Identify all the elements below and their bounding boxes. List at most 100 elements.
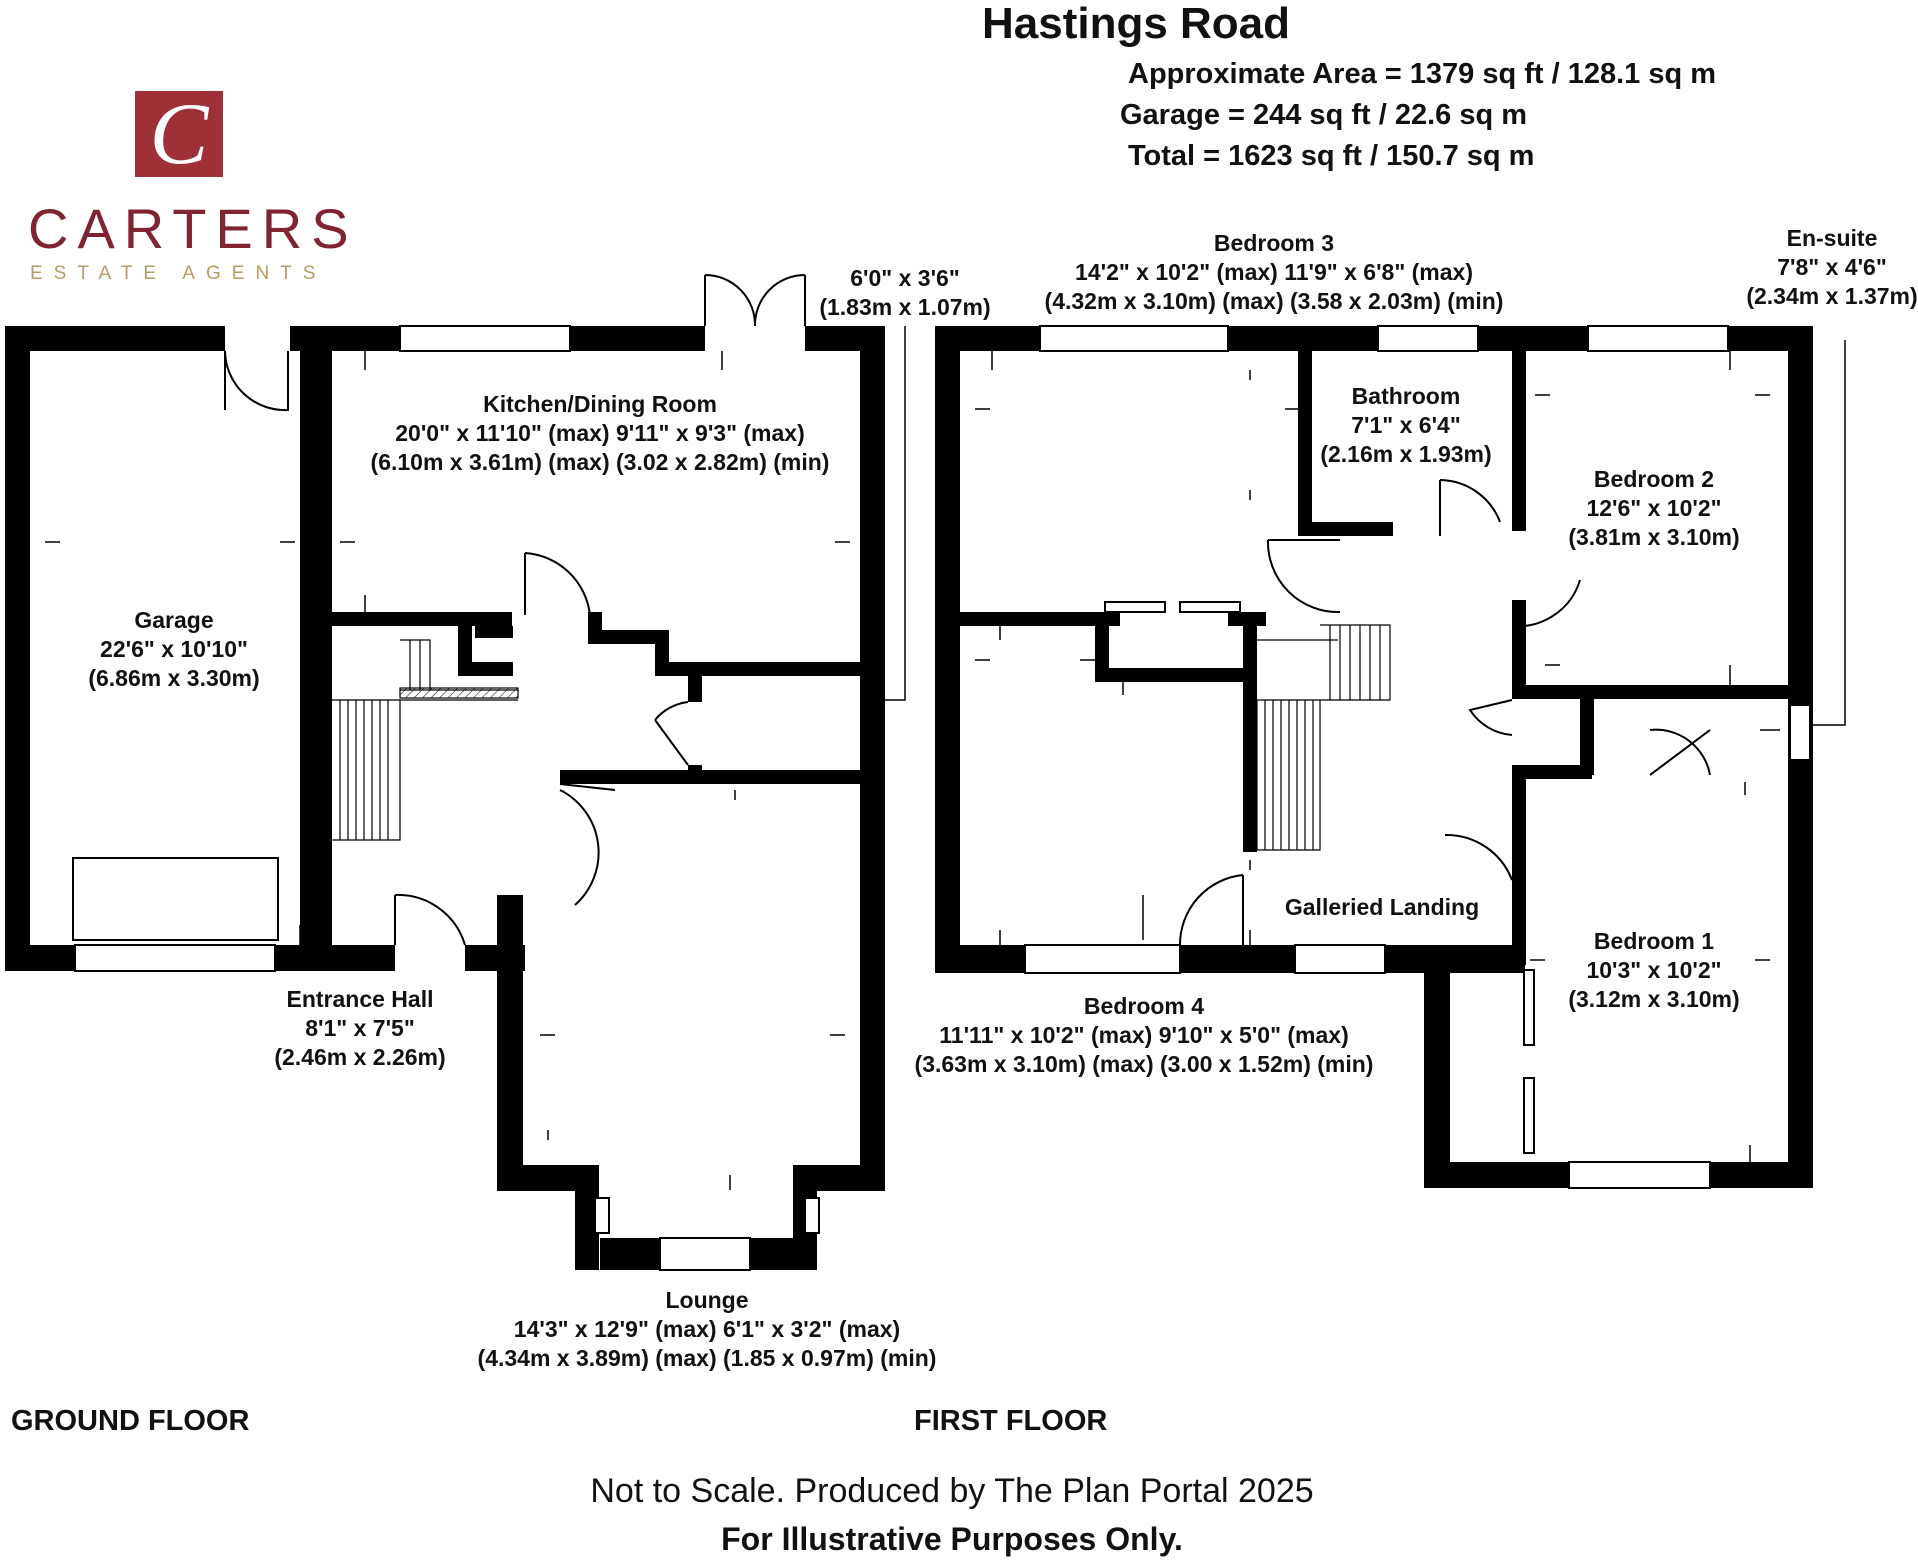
- landing-window: [1294, 944, 1386, 974]
- utility-wall-left: [688, 662, 702, 702]
- bed1-wall-inner: [1512, 945, 1526, 965]
- room-label-garage: Garage 22'6" x 10'10" (6.86m x 3.30m): [88, 607, 260, 691]
- lounge-wall-left: [497, 895, 523, 1191]
- ff-wall-bottom-a: [935, 945, 1025, 973]
- ground-floor-stairs: [332, 639, 519, 841]
- ff-wall-left: [935, 326, 960, 973]
- bay-wall-bottom-b: [750, 1238, 810, 1270]
- room-label-en-suite: En-suite 7'8" x 4'6" (2.34m x 1.37m): [1746, 225, 1918, 309]
- logo-wordmark: CARTERS: [28, 197, 358, 260]
- bed3-wardrobe-b: [1179, 601, 1241, 613]
- ff-wall-top-c: [1478, 326, 1588, 351]
- bed1-wall-bottom-a: [1424, 1162, 1569, 1188]
- ensuite-door: [1649, 728, 1711, 776]
- measurement-arrows: [45, 351, 1780, 1190]
- bed1-window: [1568, 1161, 1711, 1189]
- page-title: Hastings Road: [981, 0, 1291, 48]
- bathroom-window: [1377, 325, 1479, 352]
- kitchen-hall-wall: [332, 612, 512, 626]
- bath-bed2-wall: [1512, 351, 1526, 531]
- leader-lines: [875, 326, 1846, 726]
- logo-tagline: ESTATE AGENTS: [30, 263, 327, 284]
- footer-illustrative-note: For Illustrative Purposes Only.: [721, 1521, 1183, 1557]
- kitchen-wall-top-a: [300, 326, 400, 351]
- bed1-wall-bottom-b: [1710, 1162, 1810, 1188]
- ensuite-window: [1789, 704, 1811, 761]
- kitchen-window: [399, 325, 571, 352]
- kitchen-door: [524, 552, 591, 616]
- ff-wall-bottom-b: [1180, 945, 1295, 973]
- ensuite-wall-b: [1512, 765, 1592, 779]
- bath-bed2-wall-b: [1512, 600, 1526, 685]
- first-floor-stairs: [1256, 624, 1391, 851]
- approx-area: Approximate Area = 1379 sq ft / 128.1 sq…: [1128, 58, 1717, 90]
- garage-side-door: [224, 350, 289, 412]
- kitchen-wall-right: [860, 326, 885, 1191]
- first-floor-walls: [935, 326, 1813, 1188]
- room-label-galleried-landing: Galleried Landing: [1284, 894, 1480, 920]
- bed3-wall-bottom: [960, 612, 1120, 626]
- utility-door: [654, 701, 689, 766]
- bed3-window: [1039, 325, 1229, 352]
- garage-wall-left: [5, 326, 30, 971]
- room-label-bathroom: Bathroom 7'1" x 6'4" (2.16m x 1.93m): [1320, 383, 1492, 467]
- hall-wall-bottom-a: [300, 945, 395, 971]
- garage-wall-bottom-left: [5, 945, 75, 971]
- kitchen-utility-wall: [655, 662, 860, 676]
- first-floor-doors: [1178, 479, 1711, 946]
- ff-wall-bottom-c: [1385, 945, 1525, 973]
- ensuite-wall-c: [1512, 765, 1526, 955]
- ensuite-wall-a: [1580, 685, 1594, 775]
- ground-floor-windows: [72, 325, 820, 1271]
- bed3-wardrobe-a: [1104, 601, 1166, 613]
- garage-area: Garage = 244 sq ft / 22.6 sq m: [1120, 99, 1528, 131]
- bed4-wall-right: [1243, 612, 1257, 852]
- bed1-wall-left: [1424, 955, 1450, 1188]
- bay-side-window-right: [804, 1197, 820, 1234]
- bay-wall-bottom-a: [600, 1238, 660, 1270]
- total-area: Total = 1623 sq ft / 150.7 sq m: [1128, 140, 1535, 172]
- bay-side-window-left: [594, 1197, 610, 1234]
- cupboard-wall-b: [458, 662, 513, 676]
- cupboard-door: [1468, 699, 1513, 736]
- lounge-wall-top: [560, 770, 860, 784]
- bed2-window: [1587, 325, 1729, 352]
- french-doors: [704, 274, 806, 327]
- garage-door: [74, 944, 276, 972]
- room-label-entrance-hall: Entrance Hall 8'1" x 7'5" (2.46m x 2.26m…: [274, 986, 446, 1070]
- svg-text:C: C: [150, 86, 210, 183]
- room-label-bedroom-1: Bedroom 1 10'3" x 10'2" (3.12m x 3.10m): [1568, 928, 1740, 1012]
- bed3-door: [1266, 539, 1341, 614]
- bed2-wall-bottom: [1512, 685, 1788, 699]
- ground-floor-doors: [224, 274, 806, 946]
- wardrobe-2: [1523, 1077, 1535, 1154]
- ground-floor-label: GROUND FLOOR: [11, 1405, 250, 1437]
- logo-mark: C: [135, 86, 223, 183]
- first-floor-windows: [1024, 325, 1811, 1189]
- wardrobe-1: [1523, 969, 1535, 1046]
- garage-kitchen-wall: [300, 326, 332, 971]
- bed4-window: [1024, 944, 1181, 974]
- room-label-kitchen-extra: 6'0" x 3'6" (1.83m x 1.07m): [819, 265, 991, 320]
- room-label-bedroom-4: Bedroom 4 11'11" x 10'2" (max) 9'10" x 5…: [914, 993, 1374, 1077]
- room-label-lounge: Lounge 14'3" x 12'9" (max) 6'1" x 3'2" (…: [477, 1287, 937, 1371]
- garage-wall-top-left: [5, 326, 225, 351]
- first-floor-label: FIRST FLOOR: [914, 1405, 1108, 1437]
- kitchen-step-wall-b: [588, 630, 658, 644]
- bed1-door: [1444, 833, 1513, 881]
- bathroom-wall-left: [1298, 351, 1312, 536]
- garage-inner-panel: [72, 857, 279, 941]
- room-label-bedroom-2: Bedroom 2 12'6" x 10'2" (3.81m x 3.10m): [1568, 466, 1740, 550]
- bathroom-wall-bottom: [1298, 522, 1393, 536]
- room-label-bedroom-3: Bedroom 3 14'2" x 10'2" (max) 11'9" x 6'…: [1044, 230, 1504, 314]
- bed4-wall-b: [1095, 668, 1250, 682]
- bed4-wall-a: [1095, 612, 1109, 680]
- cupboard-wall-c: [475, 626, 513, 638]
- bed4-door: [1178, 874, 1244, 946]
- kitchen-wall-top-b: [570, 326, 705, 351]
- entrance-door: [394, 893, 466, 946]
- bed2-door: [1511, 579, 1581, 628]
- lounge-door: [559, 783, 616, 906]
- lounge-bay-window: [659, 1237, 751, 1271]
